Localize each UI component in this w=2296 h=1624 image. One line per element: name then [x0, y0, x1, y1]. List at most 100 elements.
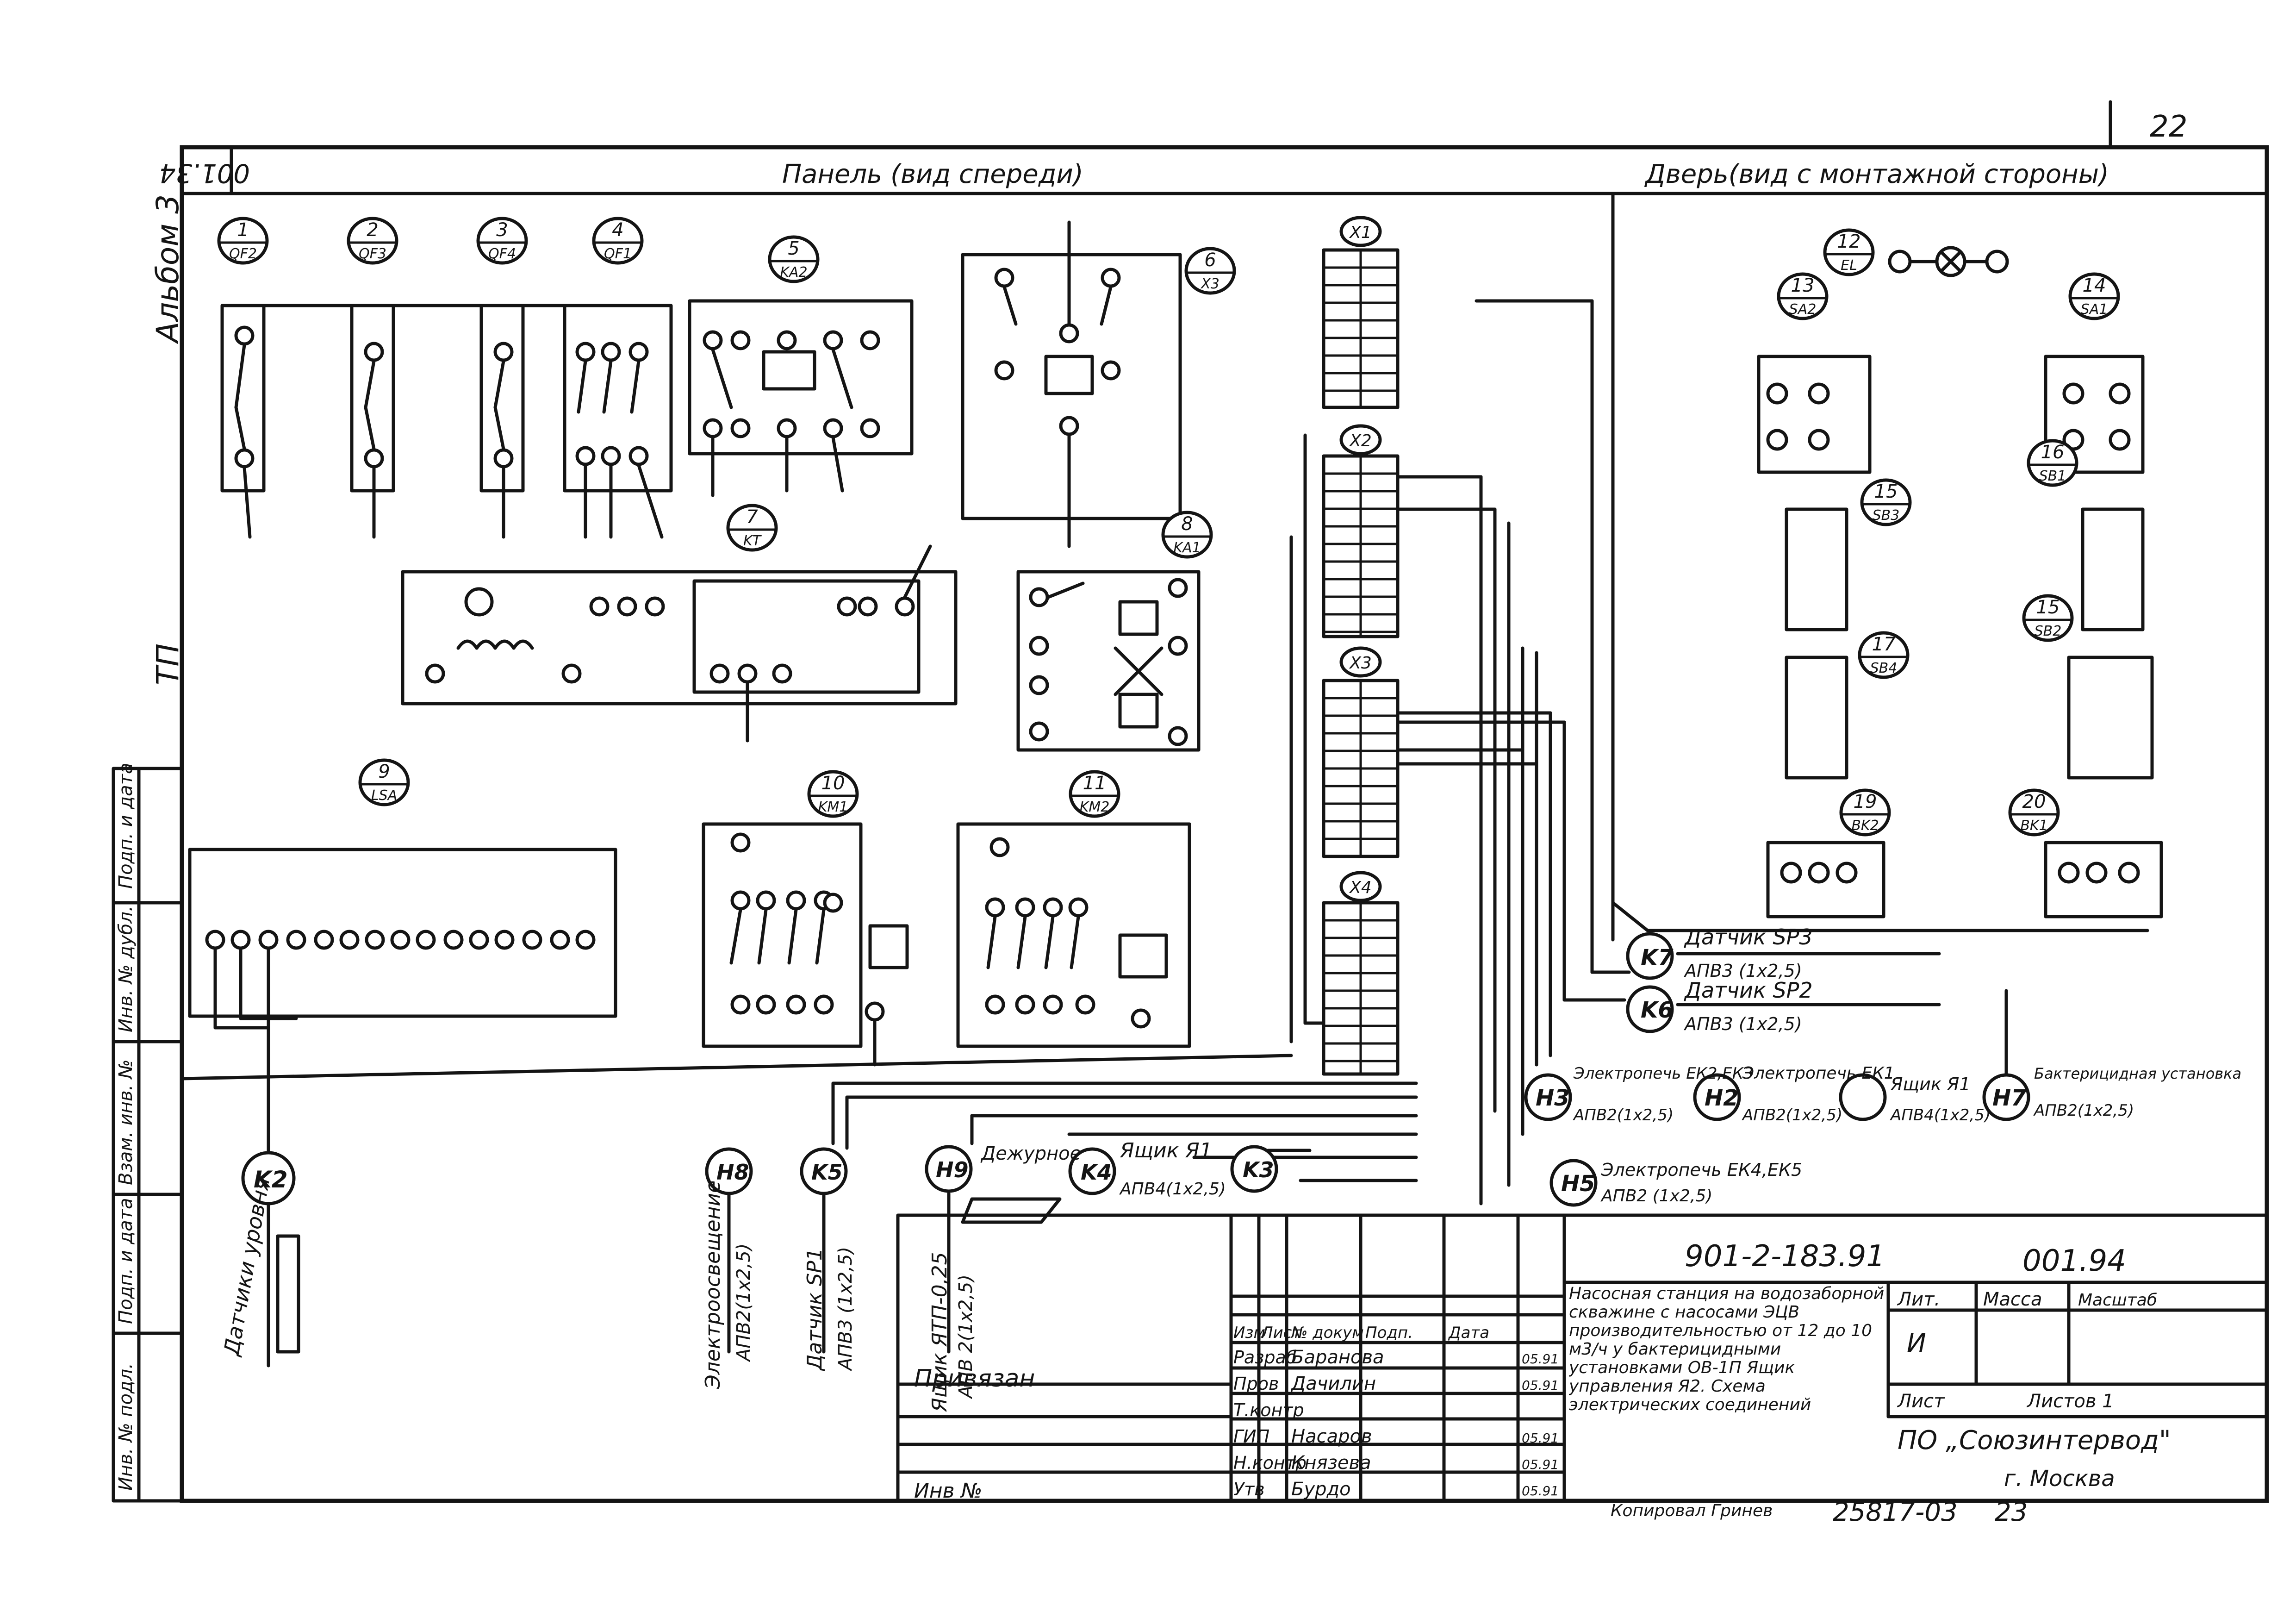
terminal-block-name: X1	[1349, 223, 1372, 242]
cable-name: Электропечь ЕК2,ЕК3	[1573, 1064, 1754, 1083]
title-block-header: Подп.	[1365, 1324, 1413, 1342]
cable-name: Датчик SP2	[1684, 978, 1813, 1003]
device-tag: SB4	[1870, 660, 1898, 676]
timer-kt	[401, 570, 958, 706]
cable-id: H7	[1992, 1085, 2027, 1111]
cable-name: Ящик Я1	[1890, 1074, 1971, 1094]
sheet-label: Лист	[1897, 1391, 1945, 1412]
device-tag: BK2	[1851, 818, 1879, 834]
cable-type: АПВ2(1x2,5)	[733, 1243, 754, 1362]
breaker-group	[220, 304, 673, 539]
terminal-block-label: X2	[1339, 424, 1382, 456]
title-block-date: 05.91	[1522, 1378, 1559, 1393]
terminal-block-label: X3	[1339, 646, 1382, 678]
device-tag: SA1	[2081, 301, 2108, 318]
title-block-header: Дата	[1448, 1324, 1489, 1342]
title-block-name: Бурдо	[1291, 1479, 1351, 1500]
device-tag: BK1	[2020, 818, 2047, 834]
device-tag: LSA	[371, 787, 397, 804]
cable-name: Датчик SP1	[803, 1248, 827, 1371]
cable-id: H9	[936, 1157, 969, 1182]
title-block-role: Пров	[1233, 1374, 1279, 1394]
cable-markers	[241, 932, 2030, 1207]
bottom-page: 23	[1995, 1497, 2028, 1527]
title-block-role: Утв	[1233, 1479, 1265, 1499]
terminal-block-name: X2	[1349, 431, 1372, 450]
device-tag: QF2	[229, 246, 257, 262]
sheets-label: Листов 1	[2026, 1391, 2114, 1412]
cable-name: Датчики уровня	[218, 1175, 274, 1358]
device-tag: EL	[1841, 257, 1857, 274]
device-number: 4	[612, 219, 623, 241]
cable-id: K3	[1243, 1157, 1274, 1182]
copied-by: Копировал Гринев	[1611, 1501, 1773, 1520]
device-number: 14	[2083, 275, 2106, 296]
cable-name: Дежурное	[980, 1143, 1081, 1164]
cable-type: АПВ2(1x2,5)	[1742, 1106, 1842, 1124]
title-block-header: Лист	[1260, 1324, 1301, 1342]
device-tag: KA1	[1173, 540, 1201, 556]
lit-value: И	[1907, 1328, 1926, 1358]
device-number: 19	[1854, 791, 1877, 812]
device-tag: KA2	[780, 264, 807, 281]
device-tag: QF1	[604, 246, 632, 262]
relay-x3	[961, 253, 1182, 520]
level-sensor-strip	[188, 848, 617, 1018]
device-number: 7	[746, 506, 758, 528]
side-stamp-label: Взам. инв. №	[115, 1059, 137, 1185]
sheet-number: 22	[2150, 110, 2187, 144]
device-number: 13	[1791, 275, 1815, 296]
album-label: Альбом 3	[150, 194, 186, 344]
cable-name: Датчик SP3	[1684, 924, 1813, 949]
device-number: 17	[1872, 634, 1896, 655]
cable-type: АПВ3 (1x2,5)	[1683, 1014, 1802, 1034]
doc-code-stamp: 001.34	[159, 158, 250, 188]
cable-name: Электроосвещение	[701, 1181, 725, 1389]
title-block-name: Дачилин	[1290, 1373, 1376, 1394]
panel-title: Панель (вид спереди)	[782, 159, 1083, 189]
title-block-header: № докум	[1290, 1324, 1364, 1342]
device-tag: QF4	[488, 246, 516, 262]
cable-id: H2	[1705, 1085, 1739, 1111]
device-number: 5	[788, 238, 799, 259]
side-stamp-label: Подп. и дата	[115, 1198, 137, 1324]
device-badge: 7KT	[726, 504, 778, 552]
device-number: 6	[1204, 250, 1216, 271]
device-number: 2	[367, 219, 378, 241]
side-stamp-label: Инв. № дубл.	[115, 906, 137, 1032]
format-number: 25817-03	[1833, 1497, 1958, 1527]
door-devices	[1757, 246, 2163, 918]
device-number: 3	[496, 219, 508, 241]
cable-id: H8	[716, 1160, 749, 1185]
side-stamp	[112, 767, 184, 1503]
device-tag: QF3	[359, 246, 386, 262]
mass-label: Масса	[1983, 1289, 2042, 1310]
relay-ka1	[1016, 570, 1201, 752]
device-number: 15	[2036, 597, 2060, 618]
sheet-code: 001.94	[2022, 1244, 2126, 1278]
terminal-block-name: X3	[1349, 654, 1372, 673]
title-block-role: Разраб	[1233, 1347, 1297, 1368]
device-number: 12	[1837, 231, 1861, 252]
cable-id: K6	[1641, 997, 1674, 1023]
device-tag: SB3	[1873, 507, 1900, 524]
terminal-block-label: X1	[1339, 216, 1382, 247]
attached-label: Привязан	[914, 1365, 1035, 1393]
city: г. Москва	[2004, 1466, 2115, 1492]
device-tag: KT	[743, 533, 762, 549]
cable-type: АПВ 2(1x2,5)	[955, 1274, 977, 1399]
title-block-header: Изм	[1233, 1324, 1265, 1342]
